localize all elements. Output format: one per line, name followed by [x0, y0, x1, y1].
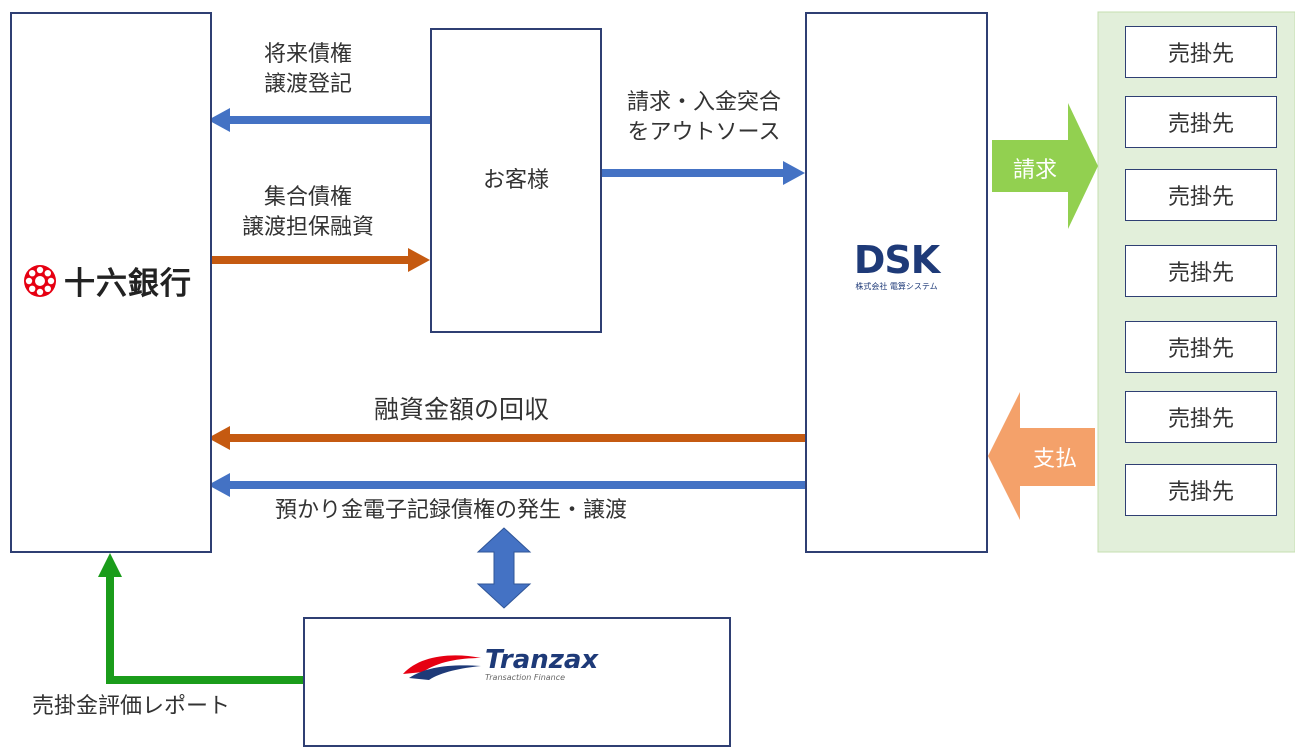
customer-box: お客様 — [430, 28, 602, 333]
outsource-arrow — [602, 161, 805, 185]
report-arrow — [98, 553, 303, 684]
customer-item: 売掛先 — [1125, 169, 1277, 221]
dsk-logo: DSK 株式会社 電算システム — [807, 240, 986, 292]
dsk-logo-subtext: 株式会社 電算システム — [855, 282, 938, 291]
bank-logo-text: 十六銀行 — [64, 266, 192, 302]
recovery-label: 融資金額の回収 — [374, 395, 550, 424]
dsk-logo-text: DSK — [853, 238, 940, 282]
dsk-box: DSK 株式会社 電算システム — [805, 12, 988, 553]
payment-label: 支払 — [1032, 447, 1077, 472]
collective-claim-line1: 集合債権 — [263, 185, 352, 210]
tranzax-logo-subtext: Transaction Finance — [485, 673, 566, 682]
customer-item: 売掛先 — [1125, 26, 1277, 78]
ecr-arrow — [208, 473, 805, 497]
tranzax-logo-text: Tranzax — [485, 645, 599, 675]
tranzax-swoosh-icon — [403, 655, 481, 680]
report-label: 売掛金評価レポート — [32, 694, 231, 719]
bank-box: 十六銀行 — [10, 12, 212, 553]
customer-item: 売掛先 — [1125, 96, 1277, 148]
tranzax-logo: Tranzax Transaction Finance — [401, 647, 598, 683]
outsource-line2: をアウトソース — [627, 120, 781, 145]
customer-item: 売掛先 — [1125, 464, 1277, 516]
customer-item: 売掛先 — [1125, 245, 1277, 297]
future-claim-line2: 譲渡登記 — [263, 72, 352, 97]
billing-arrow — [992, 103, 1098, 229]
collective-claim-label: 集合債権 譲渡担保融資 — [228, 183, 388, 243]
bank-emblem-icon — [24, 264, 56, 297]
tranzax-double-arrow — [476, 527, 532, 609]
recovery-arrow — [208, 426, 805, 450]
collective-claim-line2: 譲渡担保融資 — [241, 215, 374, 240]
payment-arrow — [988, 392, 1095, 520]
billing-label: 請求 — [1012, 158, 1057, 183]
customer-item: 売掛先 — [1125, 391, 1277, 443]
customer-item: 売掛先 — [1125, 321, 1277, 373]
future-claim-label: 将来債権 譲渡登記 — [228, 40, 388, 100]
future-claim-arrow — [208, 108, 430, 132]
customer-label: お客様 — [482, 168, 549, 193]
loan-arrow — [212, 248, 430, 272]
tranzax-box: Tranzax Transaction Finance — [303, 617, 731, 747]
outsource-line1: 請求・入金突合 — [626, 90, 781, 115]
outsource-label: 請求・入金突合 をアウトソース — [604, 88, 804, 148]
bank-logo: 十六銀行 — [22, 258, 192, 303]
future-claim-line1: 将来債権 — [263, 42, 352, 67]
ecr-label: 預かり金電子記録債権の発生・譲渡 — [275, 498, 628, 523]
